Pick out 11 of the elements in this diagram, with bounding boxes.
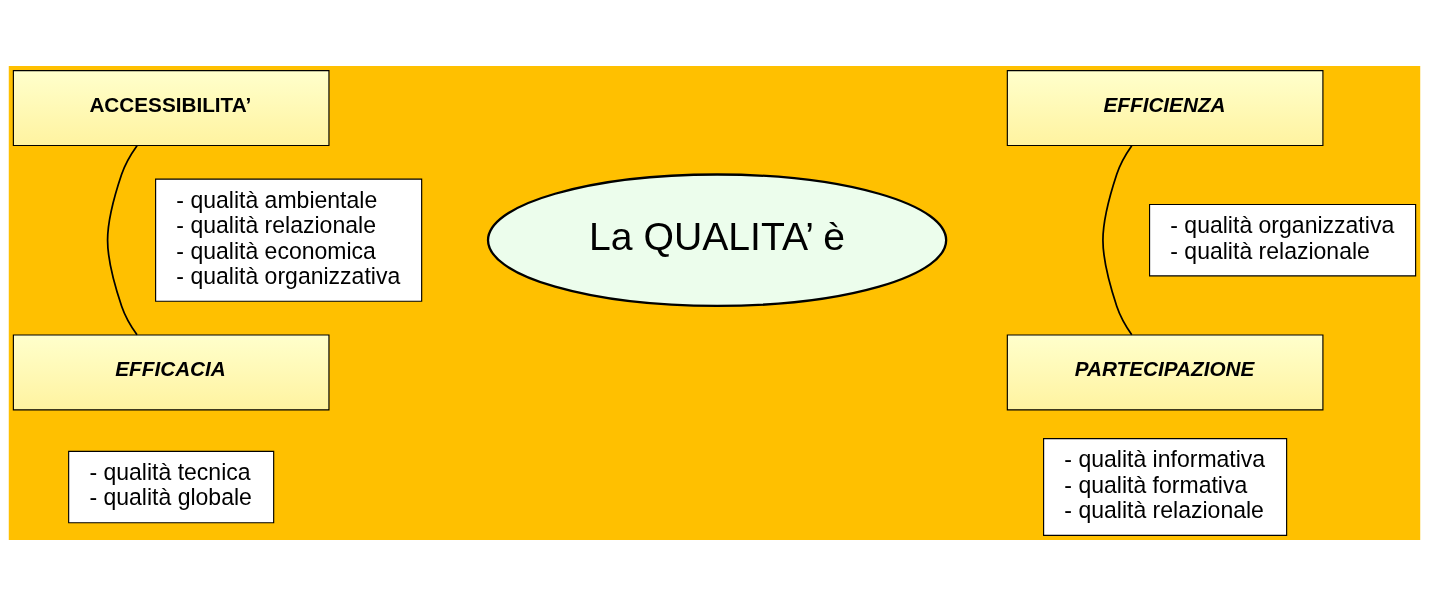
- node-box: - qualità informativa - qualità formativa - qualità relazionale: [1043, 438, 1288, 536]
- node-box: EFFICACIA: [12, 334, 330, 411]
- node-box: - qualità ambientale - qualità relazionale - qualità economica - qualità organizzativa: [155, 178, 423, 302]
- node-box: - qualità tecnica - qualità globale: [68, 450, 275, 524]
- node-box: ACCESSIBILITA’: [12, 70, 330, 147]
- node-ellipse: La QUALITA’ è: [486, 173, 948, 308]
- node-box: EFFICIENZA: [1006, 70, 1324, 147]
- node-box: PARTECIPAZIONE: [1006, 334, 1324, 411]
- node-box: - qualità organizzativa - qualità relazionale: [1149, 203, 1417, 277]
- connector: [106, 144, 138, 336]
- connector: [1102, 144, 1133, 336]
